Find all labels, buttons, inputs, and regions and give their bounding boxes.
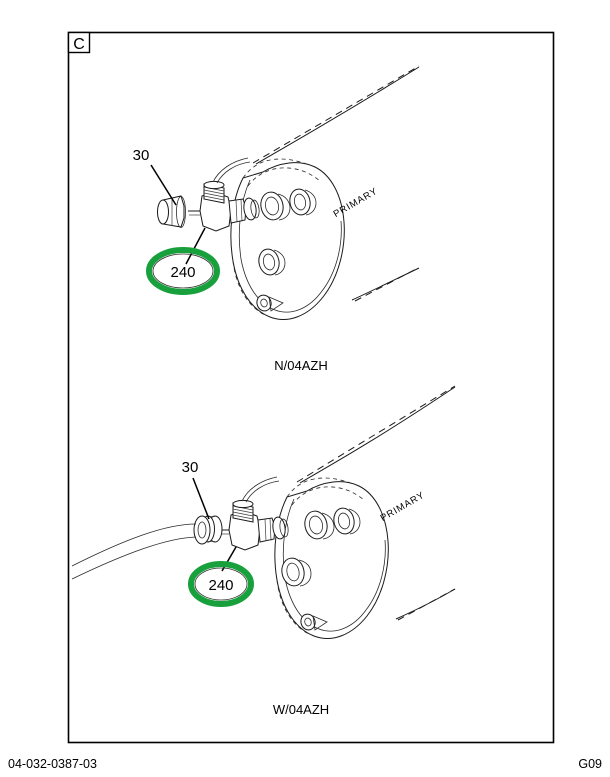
tank-drain-valve-upper [256,294,284,312]
callout-240-upper: 240 [170,264,195,281]
callout-240-lower: 240 [208,577,233,594]
leader-30-upper [150,164,177,206]
highlight-inner-ring-upper [152,253,214,289]
footer-sheet-code: G09 [578,757,602,771]
tank-port-upper-right-upper [289,188,317,216]
diagram-frame [67,31,555,744]
tank-label-lower: PRIMARY [379,490,427,524]
leader-240-upper [185,227,206,265]
highlight-ellipse-240-upper [146,247,220,295]
tank-end-cap-upper [230,158,345,320]
elbow-fitting-upper [188,157,260,232]
tank-end-cap-lower [274,477,389,639]
leader-30-lower [192,477,210,520]
callout-30-lower: 30 [182,459,199,476]
callout-30-upper: 30 [133,147,150,164]
tank-body-upper [252,65,420,302]
footer-part-number: 04-032-0387-03 [8,757,97,771]
plug-30-upper [157,195,186,228]
tank-port-lower-lower [281,557,312,587]
section-label: C [73,36,85,53]
air-hose-lower [71,523,197,580]
highlight-ellipse-240-lower [188,561,254,607]
assembly-upper [146,65,420,320]
section-label-box [67,31,91,54]
tank-label-upper: PRIMARY [332,186,380,220]
tank-drain-valve-lower [300,613,328,631]
caption-lower: W/04AZH [273,702,329,717]
highlight-inner-ring-lower [194,567,248,601]
tank-port-mid-lower [304,510,335,540]
tank-port-mid-upper [260,191,291,221]
elbow-fitting-lower [219,476,289,551]
assembly-lower [71,385,456,639]
caption-upper: N/04AZH [274,358,327,373]
tank-body-lower [296,385,456,621]
hose-connector-30-lower [193,515,223,545]
tank-port-upper-right-lower [333,507,361,535]
tank-port-lower-upper [258,248,286,276]
